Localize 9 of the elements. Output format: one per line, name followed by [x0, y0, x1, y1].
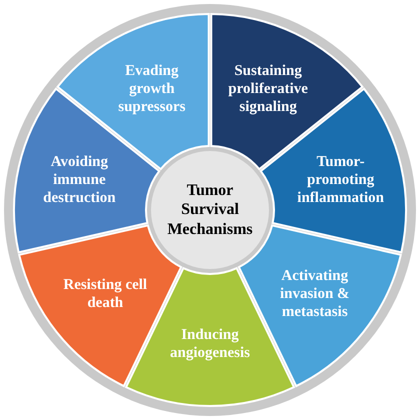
sector-label: Tumor-promoting inflammation	[296, 153, 385, 208]
center-label: Tumor Survival Mechanisms	[166, 181, 254, 239]
sector-label: Inducing angiogenesis	[168, 326, 251, 362]
sector-label: Sustaining proliferative signaling	[227, 62, 309, 116]
sector-label: Activating invasion & metastasis	[278, 266, 351, 321]
sector-label: Evading growth supressors	[117, 62, 186, 116]
sector-label: Avoiding immune destruction	[42, 153, 117, 208]
sector-label: Resisting cell death	[62, 276, 148, 312]
sector-segment	[210, 13, 364, 170]
